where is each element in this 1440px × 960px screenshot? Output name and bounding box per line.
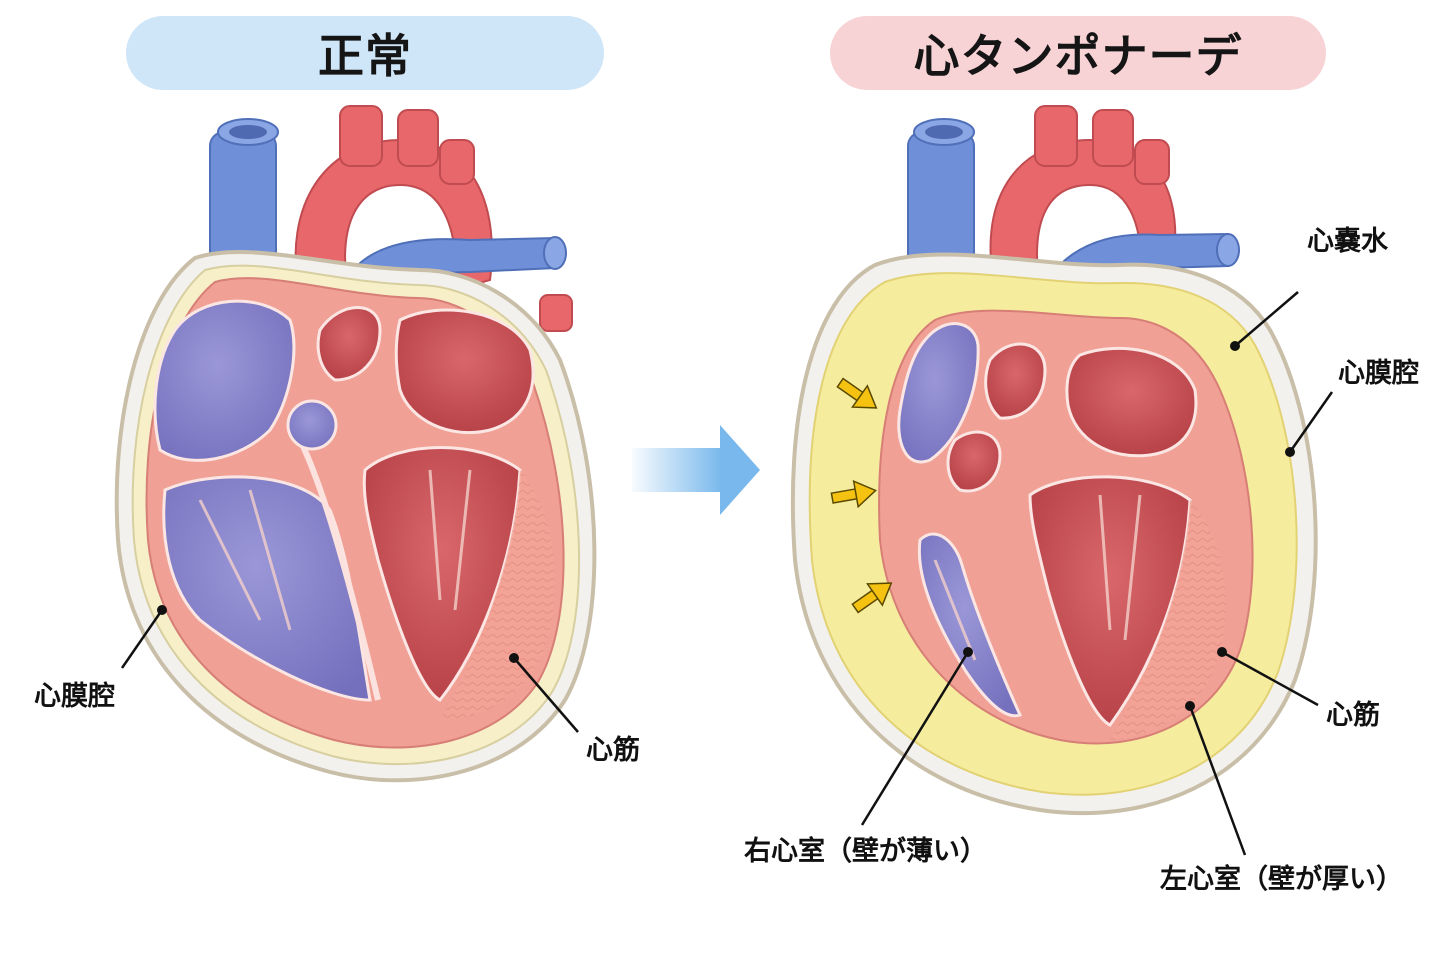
leader-dots	[157, 341, 1295, 711]
normal-left-ventricle	[362, 446, 522, 702]
label-tamponade-myocardium: 心筋	[1326, 700, 1380, 731]
tamponade-right-ventricle	[917, 532, 1023, 718]
label-tamponade-pericardial-cavity: 心膜腔	[1338, 358, 1419, 389]
leader-lines	[120, 291, 1334, 856]
tamponade-vena-cava	[907, 118, 975, 273]
transition-arrow	[632, 425, 760, 515]
tamponade-left-atrium	[1065, 346, 1198, 458]
compression-arrow-icon	[851, 582, 893, 614]
normal-heart	[114, 105, 597, 783]
title-tamponade: 心タンポナーデ	[830, 16, 1326, 90]
normal-vena-cava	[209, 118, 279, 283]
compression-arrow-icon	[830, 479, 877, 509]
tamponade-heart	[790, 105, 1318, 816]
label-normal-pericardial-cavity: 心膜腔	[34, 681, 115, 712]
label-normal-myocardium: 心筋	[586, 735, 640, 766]
label-left-ventricle: 左心室（壁が厚い）	[1160, 864, 1403, 895]
label-right-ventricle: 右心室（壁が薄い）	[744, 836, 987, 867]
title-normal: 正常	[126, 16, 604, 90]
label-pericardial-effusion: 心嚢水	[1307, 226, 1388, 257]
tamponade-left-ventricle	[1028, 475, 1192, 727]
compression-arrows	[830, 377, 893, 614]
compression-arrow-icon	[836, 377, 878, 409]
normal-right-atrium	[153, 299, 296, 462]
tamponade-right-atrium	[897, 322, 980, 464]
normal-left-atrium	[394, 308, 535, 435]
